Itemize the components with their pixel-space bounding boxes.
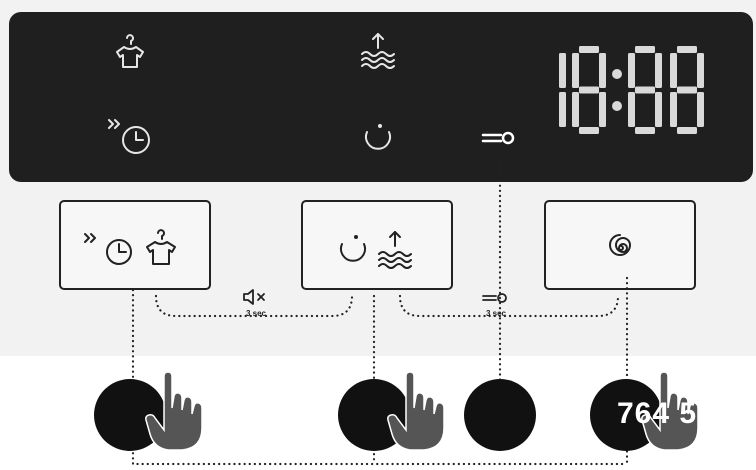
clock-segment	[677, 46, 697, 53]
clock-segment	[628, 53, 635, 88]
mute-speaker-icon	[243, 289, 265, 305]
pointing-hand-icon	[641, 371, 699, 451]
clock-colon-dot	[612, 101, 622, 111]
clock-display	[559, 46, 704, 134]
clock-segment	[572, 92, 579, 127]
fast-forward-timer-icon	[108, 119, 150, 154]
watermark-text: 764 5	[617, 397, 698, 430]
clock-segment	[670, 92, 677, 127]
clock-segment	[635, 46, 655, 53]
button-icons	[340, 231, 412, 269]
mute-combo-line	[154, 294, 354, 318]
button-icons	[84, 229, 176, 265]
quick-cycle-icon	[365, 124, 391, 150]
clock-segment	[559, 53, 566, 88]
press-dot-3	[464, 379, 536, 451]
clock-segment	[579, 46, 599, 53]
lock-duration-label: 3 sec	[485, 309, 507, 318]
spiral-icon	[609, 234, 632, 256]
lock-combo-line	[398, 294, 620, 318]
clock-segment	[697, 53, 704, 88]
clock-segment	[579, 127, 599, 134]
clock-segment	[655, 53, 662, 88]
clock-segment	[579, 86, 599, 94]
clock-segment	[559, 92, 566, 127]
clock-segment	[677, 86, 697, 94]
shirt-hanger-icon	[116, 34, 144, 68]
child-lock-key-icon	[481, 131, 515, 145]
clock-segment	[697, 92, 704, 127]
pointing-hand-icon	[145, 371, 203, 451]
clock-segment	[635, 127, 655, 134]
lock-combo-key-icon	[482, 293, 507, 303]
steam-rise-icon	[361, 33, 395, 69]
clock-segment	[677, 127, 697, 134]
spiral-button[interactable]	[544, 200, 696, 290]
clock-segment	[655, 92, 662, 127]
cycle-steam-button[interactable]	[301, 200, 453, 290]
clock-segment	[670, 53, 677, 88]
pointing-hand-icon	[387, 371, 445, 451]
timer-drying-button[interactable]	[59, 200, 211, 290]
clock-segment	[628, 92, 635, 127]
clock-segment	[635, 86, 655, 94]
clock-colon-dot	[612, 69, 622, 79]
bottom-connector-line	[131, 288, 629, 466]
mute-duration-label: 3 sec	[245, 309, 267, 318]
clock-segment	[572, 53, 579, 88]
clock-segment	[599, 53, 606, 88]
clock-segment	[599, 92, 606, 127]
